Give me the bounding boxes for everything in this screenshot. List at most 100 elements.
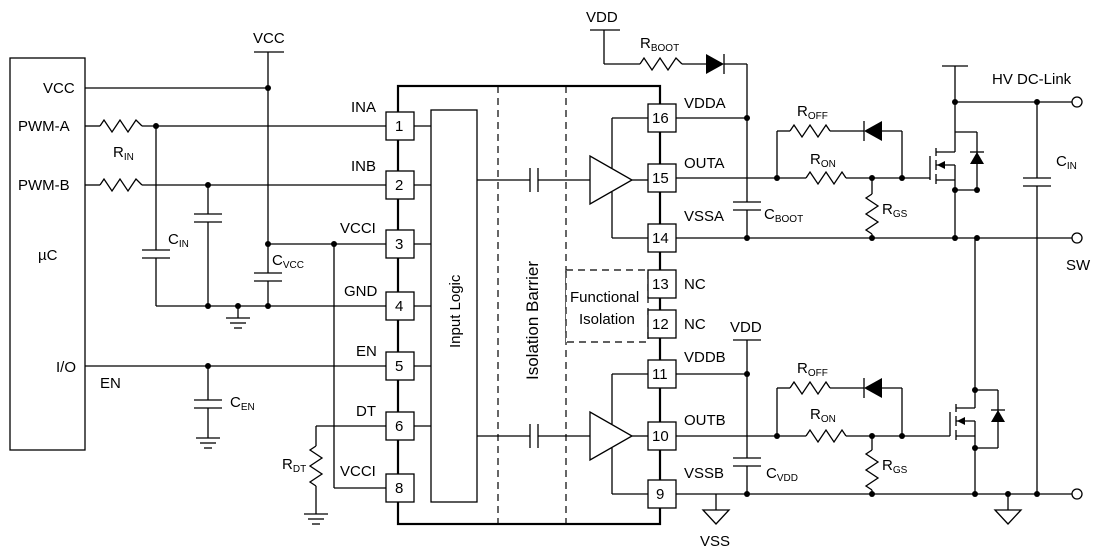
r-gs-a-resistor [864,193,880,235]
svg-text:VDDB: VDDB [684,349,726,366]
svg-text:OUTB: OUTB [684,412,726,429]
pin-1: 1 INA [351,99,431,141]
svg-text:EN: EN [356,343,377,360]
power-ground-symbol [993,509,1023,525]
r-gs-a-label: RGS [882,201,908,220]
svg-text:14: 14 [652,230,669,247]
vdd-top-label: VDD [586,9,618,26]
r-off-b-resistor [789,380,831,396]
svg-text:NC: NC [684,316,706,333]
mcu-label: µC [38,247,58,264]
svg-text:VSSA: VSSA [684,208,724,225]
svg-text:VDDA: VDDA [684,95,726,112]
svg-text:12: 12 [652,316,669,333]
sw-terminal [1071,232,1083,244]
microcontroller-box [9,57,86,451]
r-off-b-label: ROFF [797,360,828,379]
svg-text:10: 10 [652,428,669,445]
r-on-b-resistor [805,428,847,444]
svg-text:8: 8 [395,480,403,497]
svg-text:15: 15 [652,170,669,187]
r-on-b-label: RON [810,406,836,425]
pin-9: 9 VSSB [647,465,724,509]
svg-text:NC: NC [684,276,706,293]
functional-isolation-box [565,269,649,343]
pin-8: 8 VCCI [340,463,415,503]
r-dt-resistor [308,445,324,487]
r-gs-b-resistor [864,449,880,491]
svg-text:9: 9 [656,486,664,503]
functional-isolation-line2: Isolation [579,311,635,328]
svg-text:13: 13 [652,276,669,293]
r-in-a-resistor [99,118,143,134]
pin-16: 16 VDDA [647,95,726,133]
pin-6: 6 DT [356,403,431,441]
c-boot-label: CBOOT [764,206,803,225]
svg-text:3: 3 [395,236,403,253]
high-side-mosfet [929,102,984,238]
isolation-barrier-label: Isolation Barrier [523,261,542,380]
driver-a-buffer [589,154,634,206]
mcu-vcc-label: VCC [43,80,75,97]
c-in-left-label: CIN [168,231,189,250]
pin-13: 13 NC [647,269,706,299]
r-on-a-resistor [805,170,847,186]
vss-label: VSS [700,533,730,550]
c-vdd-label: CVDD [766,465,798,484]
svg-text:16: 16 [652,110,669,127]
mcu-io-label: I/O [56,359,76,376]
pin-5: 5 EN [356,343,431,381]
r-boot-resistor [639,56,683,72]
svg-text:INB: INB [351,158,376,175]
vss-ground-symbol [701,509,731,525]
pin-15: 15 OUTA [647,155,725,193]
vdd-low-label: VDD [730,319,762,336]
svg-text:1: 1 [395,118,403,135]
r-gs-b-label: RGS [882,457,908,476]
svg-text:VSSB: VSSB [684,465,724,482]
negative-terminal [1071,488,1083,500]
svg-text:VCCI: VCCI [340,220,376,237]
r-off-b-diode [864,378,882,398]
pin-3: 3 VCCI [340,220,431,259]
r-off-a-label: ROFF [797,103,828,122]
svg-text:11: 11 [652,366,668,383]
input-logic-block [430,109,478,503]
input-logic-label: Input Logic [447,274,464,348]
pin-10: 10 OUTB [647,412,726,451]
c-en-label: CEN [230,394,255,413]
svg-text:OUTA: OUTA [684,155,725,172]
pin-12: 12 NC [647,309,706,339]
r-in-label: RIN [113,144,134,163]
svg-text:INA: INA [351,99,376,116]
mcu-pwm-b-label: PWM-B [18,177,70,194]
low-side-mosfet [949,238,1005,494]
sw-label: SW [1066,257,1091,274]
pin-4: 4 GND [344,283,431,321]
r-off-a-diode [864,121,882,141]
svg-text:5: 5 [395,358,403,375]
boot-diode [706,54,724,74]
pin-2: 2 INB [351,158,431,200]
svg-text:2: 2 [395,177,403,194]
c-in-right-label: CIN [1056,153,1077,172]
mcu-pwm-a-label: PWM-A [18,118,70,135]
c-vcc-label: CVCC [272,252,304,271]
svg-text:4: 4 [395,298,403,315]
r-on-a-label: RON [810,151,836,170]
svg-text:GND: GND [344,283,378,300]
hv-dc-link-terminal [1071,96,1083,108]
r-in-b-resistor [99,177,143,193]
driver-b-buffer [589,410,634,462]
functional-isolation-line1: Functional [570,289,639,306]
hv-dc-link-label: HV DC-Link [992,71,1072,88]
r-dt-label: RDT [282,456,306,475]
r-boot-label: RBOOT [640,35,679,54]
r-off-a-resistor [789,123,831,139]
en-net-label: EN [100,375,121,392]
svg-text:6: 6 [395,418,403,435]
svg-text:VCCI: VCCI [340,463,376,480]
pin-14: 14 VSSA [647,208,724,253]
svg-text:DT: DT [356,403,376,420]
